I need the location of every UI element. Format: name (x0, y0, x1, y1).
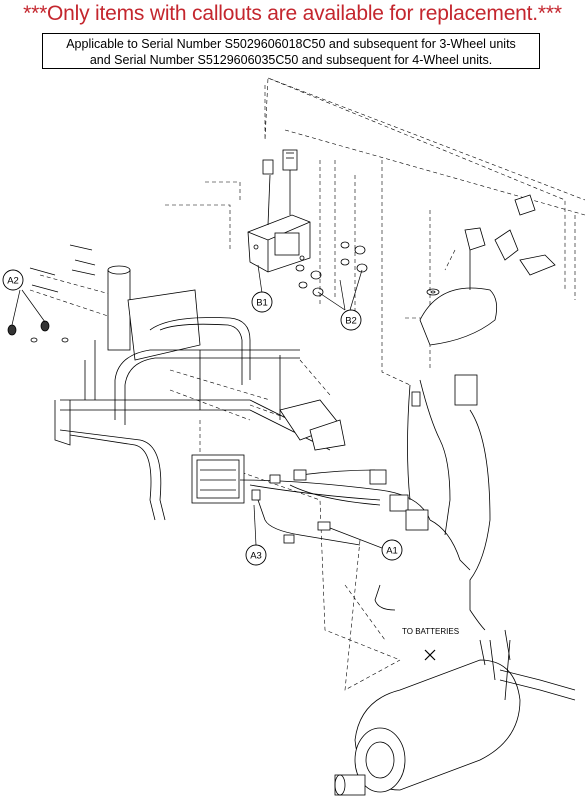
callout-a3: A3 (245, 544, 267, 566)
wiring-harness (239, 379, 491, 631)
main-frame (54, 265, 331, 521)
callout-b2-label: B2 (345, 316, 357, 327)
callout-a1: A1 (381, 539, 403, 561)
callout-leader-lines (11, 264, 383, 549)
to-batteries-label: TO BATTERIES (402, 627, 459, 636)
callout-b2: B2 (340, 309, 362, 331)
callout-a2: A2 (2, 269, 24, 291)
motor-transaxle (334, 629, 576, 796)
nuts-and-washers (295, 241, 368, 297)
power-module (191, 454, 245, 504)
controller-module (247, 149, 311, 273)
mounting-bracket (279, 399, 346, 451)
callout-a2-label: A2 (7, 276, 19, 287)
callout-a1-label: A1 (386, 546, 398, 557)
mounting-bolts (7, 244, 96, 343)
serial-number-applicability-box: Applicable to Serial Number S5029606018C… (42, 33, 540, 69)
callout-a3-label: A3 (250, 551, 262, 562)
assembly-guide-lines (29, 77, 585, 691)
serial-line-3-wheel: Applicable to Serial Number S5029606018C… (66, 37, 516, 51)
replacement-warning: ***Only items with callouts are availabl… (23, 2, 562, 25)
callout-b1-label: B1 (256, 298, 268, 309)
cable-cut-marks (424, 649, 436, 661)
callout-b1: B1 (251, 291, 273, 313)
tiller-console (411, 194, 556, 407)
serial-line-4-wheel: and Serial Number S5129606035C50 and sub… (89, 53, 493, 67)
